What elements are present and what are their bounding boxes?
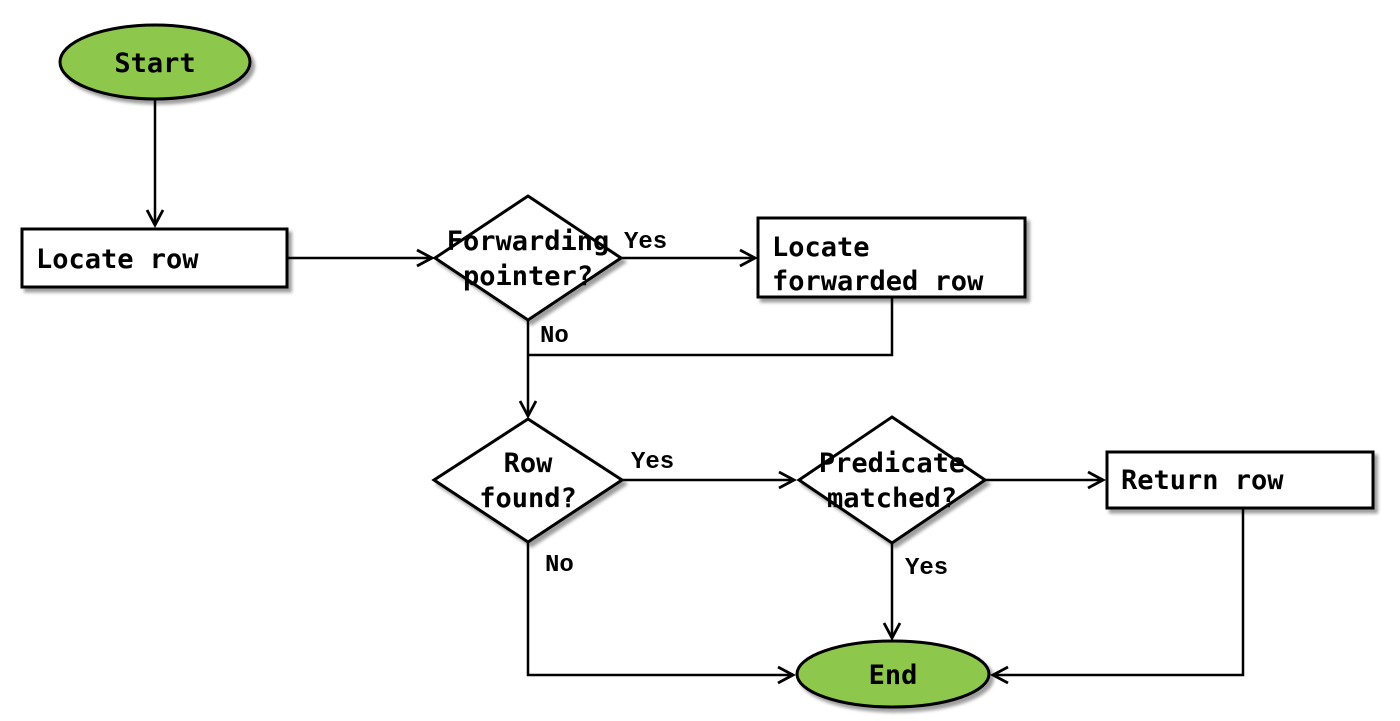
node-start: Start [58, 23, 252, 101]
start-terminal-shape [58, 23, 252, 101]
label-row-found-no: No [545, 552, 574, 579]
row-found-label-line1: Row [504, 448, 554, 479]
node-predicate-matched: Predicate matched? [796, 415, 988, 545]
row-found-label-line2: found? [479, 483, 577, 514]
node-end: End [795, 639, 991, 709]
predicate-matched-label-line1: Predicate [819, 448, 965, 479]
row-found-decision-shape [431, 417, 625, 544]
forwarding-pointer-label-line1: Forwarding [447, 226, 610, 257]
predicate-matched-label-line2: matched? [827, 483, 957, 514]
node-forwarding-pointer: Forwarding pointer? [432, 194, 624, 322]
forwarding-pointer-decision-shape [432, 194, 624, 322]
locate-forwarded-row-label-line1: Locate [772, 232, 870, 263]
locate-forwarded-row-process-shape [756, 216, 1027, 299]
predicate-matched-decision-shape [796, 415, 988, 545]
locate-row-process-face [20, 227, 289, 289]
edge-row-found-no-to-end [526, 542, 796, 685]
start-label: Start [114, 48, 195, 79]
return-row-process-shape [1105, 450, 1375, 510]
label-row-found-yes: Yes [631, 449, 674, 476]
node-locate-row: Locate row [20, 227, 289, 289]
node-locate-forwarded-row: Locate forwarded row [756, 216, 1027, 299]
label-predicate-yes: Yes [905, 555, 948, 582]
node-row-found: Row found? [431, 417, 625, 544]
locate-forwarded-row-label-line2: forwarded row [772, 266, 984, 297]
label-forwarding-no: No [540, 323, 569, 350]
return-row-label: Return row [1121, 465, 1284, 496]
edges [145, 98, 1245, 685]
locate-row-label: Locate row [36, 244, 199, 275]
end-label: End [869, 660, 918, 691]
forwarding-pointer-label-line2: pointer? [463, 261, 593, 292]
node-return-row: Return row [1105, 450, 1375, 510]
edge-return-row-to-end [990, 508, 1245, 685]
edge-labels: Yes No Yes No Yes [540, 229, 948, 582]
label-forwarding-yes: Yes [624, 229, 667, 256]
edge-locate-forwarded-merge [528, 297, 894, 357]
end-terminal-shape [795, 639, 991, 709]
